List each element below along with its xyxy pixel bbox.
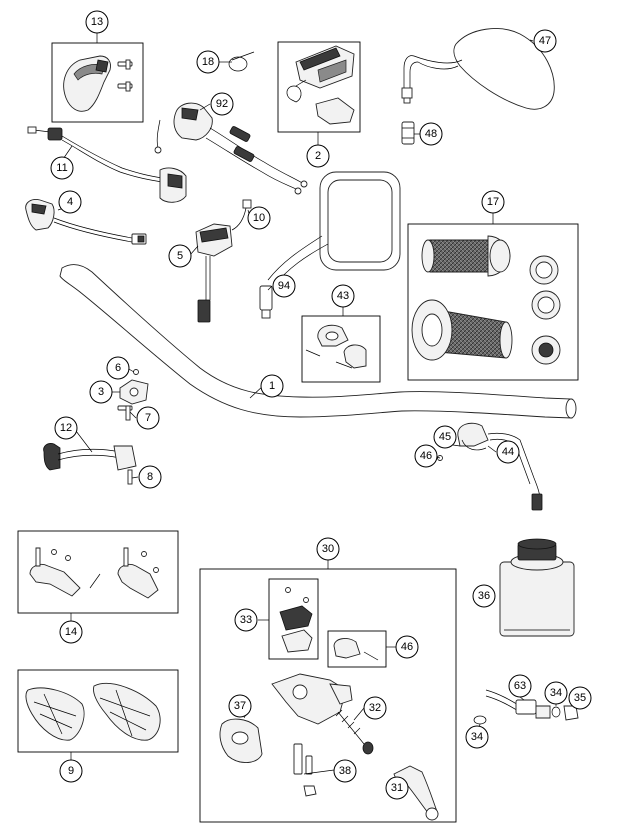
callout-14: 14 — [59, 620, 83, 644]
callout-label: 36 — [478, 590, 490, 602]
switch-4-part — [25, 199, 147, 245]
throttle-cables-92-part — [154, 102, 308, 195]
callout-2: 2 — [306, 144, 330, 168]
callout-label: 6 — [115, 362, 121, 374]
box-14 — [17, 530, 179, 614]
callout-10: 10 — [247, 206, 271, 230]
callout-63: 63 — [508, 674, 532, 698]
nut-48-part — [401, 121, 415, 145]
callout-label: 37 — [234, 700, 246, 712]
callout-9: 9 — [59, 759, 83, 783]
callout-32: 32 — [363, 696, 387, 720]
callout-5: 5 — [168, 244, 192, 268]
callout-label: 34 — [550, 687, 562, 699]
callout-label: 5 — [177, 250, 183, 262]
callout-label: 34 — [471, 731, 483, 743]
callout-label: 12 — [60, 422, 72, 434]
box-2 — [277, 41, 361, 133]
callout-13: 13 — [85, 10, 109, 34]
cable-tie-18-part — [228, 51, 255, 72]
callout-label: 92 — [216, 98, 228, 110]
callout-37: 37 — [228, 694, 252, 718]
callout-47: 47 — [533, 29, 557, 53]
fluid-bottle-36-part — [499, 538, 575, 637]
callout-label: 46 — [401, 641, 413, 653]
callout-label: 63 — [514, 680, 526, 692]
callout-label: 45 — [439, 431, 451, 443]
handlebar-part — [59, 264, 577, 419]
callout-label: 32 — [369, 702, 381, 714]
callout-44: 44 — [496, 440, 520, 464]
callout-label: 18 — [202, 56, 214, 68]
callout-31: 31 — [385, 776, 409, 800]
switch-5-part — [195, 199, 252, 323]
box-13 — [51, 42, 144, 123]
callout-35: 35 — [568, 686, 592, 710]
callout-46-upper: 46 — [414, 444, 438, 468]
callout-48: 48 — [419, 122, 443, 146]
callout-43: 43 — [331, 284, 355, 308]
callout-label: 11 — [56, 162, 67, 174]
callout-label: 47 — [539, 35, 551, 47]
box-9 — [17, 669, 179, 753]
clamp-3-part — [117, 369, 149, 421]
sensor-44-part — [437, 422, 543, 511]
callout-label: 8 — [147, 471, 153, 483]
callout-label: 14 — [65, 626, 77, 638]
callout-17: 17 — [481, 190, 505, 214]
callout-34-left: 34 — [465, 725, 489, 749]
callout-18: 18 — [196, 50, 220, 74]
callout-label: 3 — [98, 386, 104, 398]
callout-8: 8 — [138, 465, 162, 489]
callout-label: 10 — [253, 212, 265, 224]
callout-1: 1 — [260, 374, 284, 398]
mirror-47-part — [401, 28, 555, 110]
callout-33: 33 — [234, 608, 258, 632]
mirror-94-part — [259, 171, 401, 319]
box-17 — [407, 223, 579, 381]
callout-45: 45 — [433, 425, 457, 449]
callout-label: 33 — [240, 614, 252, 626]
callout-12: 12 — [54, 416, 78, 440]
callout-30: 30 — [316, 537, 340, 561]
callout-7: 7 — [136, 406, 160, 430]
callout-label: 48 — [425, 128, 437, 140]
box-43 — [301, 315, 381, 383]
callout-94: 94 — [272, 274, 296, 298]
callout-label: 44 — [502, 446, 514, 458]
callout-label: 9 — [68, 765, 74, 777]
callout-label: 13 — [91, 16, 103, 28]
callout-label: 1 — [269, 380, 275, 392]
callout-3: 3 — [89, 380, 113, 404]
callout-36: 36 — [472, 584, 496, 608]
callout-label: 35 — [574, 692, 586, 704]
callout-label: 17 — [487, 196, 499, 208]
switch-11-part — [27, 126, 187, 203]
callout-label: 31 — [391, 782, 403, 794]
callout-38: 38 — [333, 759, 357, 783]
callout-92: 92 — [210, 92, 234, 116]
callout-label: 7 — [145, 412, 151, 424]
callout-46-lower: 46 — [395, 635, 419, 659]
callout-label: 2 — [315, 150, 321, 162]
callout-4: 4 — [58, 190, 82, 214]
callout-34-right: 34 — [544, 681, 568, 705]
callout-label: 43 — [337, 290, 349, 302]
callout-label: 4 — [67, 196, 73, 208]
callout-label: 30 — [322, 543, 334, 555]
box-30 — [199, 568, 457, 823]
callout-11: 11 — [50, 156, 74, 180]
callout-label: 94 — [278, 280, 290, 292]
callout-label: 46 — [420, 450, 432, 462]
callout-6: 6 — [106, 356, 130, 380]
switch-12-part — [43, 443, 137, 485]
callout-label: 38 — [339, 765, 351, 777]
